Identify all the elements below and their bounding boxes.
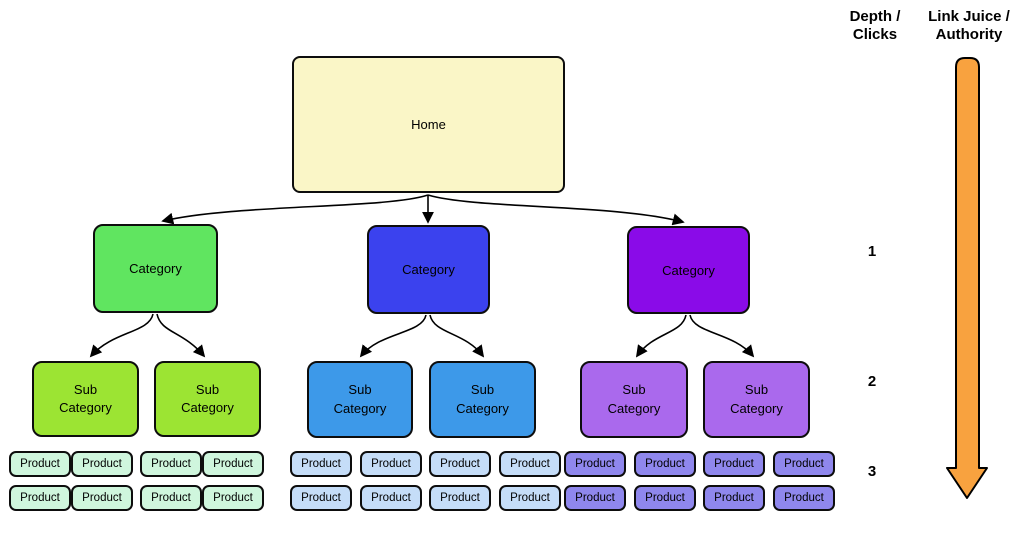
product-box: Product bbox=[71, 485, 133, 511]
product-box: Product bbox=[429, 485, 491, 511]
product-box: Product bbox=[202, 485, 264, 511]
category-box-green: Category bbox=[93, 224, 218, 313]
product-box: Product bbox=[290, 451, 352, 477]
product-box: Product bbox=[634, 451, 696, 477]
depth-level-3: 3 bbox=[867, 463, 877, 480]
product-box: Product bbox=[564, 485, 626, 511]
arrow-category-purple-to-sub-2 bbox=[689, 314, 755, 358]
product-box: Product bbox=[499, 451, 561, 477]
depth-level-2: 2 bbox=[867, 373, 877, 390]
arrow-category-blue-to-sub-2 bbox=[429, 314, 485, 358]
product-box: Product bbox=[703, 485, 765, 511]
product-box: Product bbox=[499, 485, 561, 511]
product-box: Product bbox=[202, 451, 264, 477]
arrow-home-to-category-purple bbox=[427, 194, 685, 226]
home-box: Home bbox=[292, 56, 565, 193]
arrow-category-purple-to-sub-1 bbox=[635, 314, 687, 358]
subcategory-box: Sub Category bbox=[429, 361, 536, 438]
arrow-category-green-to-sub-1 bbox=[89, 313, 154, 358]
subcategory-box: Sub Category bbox=[32, 361, 139, 437]
product-box: Product bbox=[564, 451, 626, 477]
product-box: Product bbox=[71, 451, 133, 477]
product-box: Product bbox=[773, 451, 835, 477]
product-box: Product bbox=[140, 451, 202, 477]
category-box-purple: Category bbox=[627, 226, 750, 314]
subcategory-box: Sub Category bbox=[703, 361, 810, 438]
product-box: Product bbox=[360, 451, 422, 477]
depth-clicks-header: Depth / Clicks bbox=[849, 8, 901, 43]
link-juice-authority-header: Link Juice / Authority bbox=[928, 8, 1010, 43]
product-box: Product bbox=[9, 485, 71, 511]
product-box: Product bbox=[140, 485, 202, 511]
arrow-home-to-category-green bbox=[161, 194, 429, 225]
product-box: Product bbox=[703, 451, 765, 477]
product-box: Product bbox=[429, 451, 491, 477]
link-juice-authority-arrow bbox=[946, 57, 988, 499]
product-box: Product bbox=[9, 451, 71, 477]
subcategory-box: Sub Category bbox=[307, 361, 413, 438]
arrow-category-green-to-sub-2 bbox=[156, 313, 206, 358]
product-box: Product bbox=[773, 485, 835, 511]
depth-level-1: 1 bbox=[867, 243, 877, 260]
category-box-blue: Category bbox=[367, 225, 490, 314]
subcategory-box: Sub Category bbox=[580, 361, 688, 438]
arrow-category-blue-to-sub-1 bbox=[359, 314, 427, 358]
product-box: Product bbox=[360, 485, 422, 511]
product-box: Product bbox=[290, 485, 352, 511]
product-box: Product bbox=[634, 485, 696, 511]
subcategory-box: Sub Category bbox=[154, 361, 261, 437]
